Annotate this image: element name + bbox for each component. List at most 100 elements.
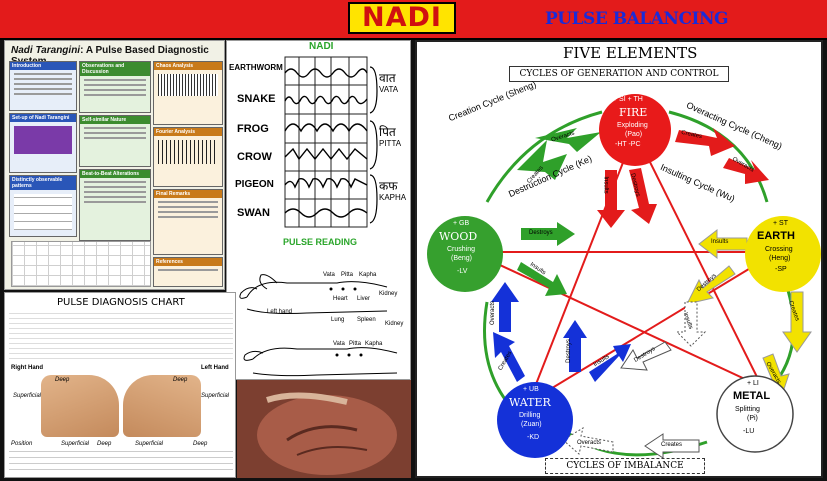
- metal-name: METAL: [733, 390, 771, 402]
- hand1-organ: Kidney: [379, 291, 398, 297]
- wood-top: + GB: [453, 220, 470, 227]
- poster-box-setup: Set-up of Nadi Tarangini: [9, 113, 77, 173]
- fourier-plot: [158, 140, 218, 164]
- water-top: + UB: [523, 386, 539, 393]
- earth-name: EARTH: [757, 230, 795, 242]
- insults-arrow: [517, 262, 567, 296]
- dosha-script: पित: [379, 125, 396, 139]
- five-elements-title: FIVE ELEMENTS: [563, 44, 698, 62]
- deep-col-2: Deep: [193, 441, 208, 447]
- left-hand-image: [123, 375, 201, 437]
- water-sub2: (Zuan): [521, 421, 542, 428]
- nadi-panel: NADI EARTHWORM SNAKE FROG CROW PIGEON SW…: [226, 40, 411, 380]
- hand-photo-art: [237, 380, 411, 478]
- poster-box-heading: Chaos Analysis: [154, 62, 222, 70]
- creates-arrow: [675, 128, 735, 156]
- chart-table-rows: [9, 451, 233, 475]
- wood-name: WOOD: [439, 230, 478, 243]
- poster-box-heading: References: [154, 258, 222, 266]
- metal-top: + LI: [747, 380, 759, 387]
- arrow-label: Overacts: [577, 440, 602, 446]
- creates-arrow: [644, 433, 700, 459]
- banner-title: NADI: [348, 2, 456, 34]
- fire-top: + SI + TH: [613, 96, 643, 103]
- earth-sub1: Crossing: [765, 246, 793, 253]
- right-hand-label: Right Hand: [11, 365, 43, 371]
- poster-box-heading: Beat-to-Beat Alterations: [80, 170, 150, 178]
- wood-circle: [427, 216, 503, 292]
- poster-box-heading: Final Remarks: [154, 190, 222, 198]
- poster-waveform-grid: [11, 241, 151, 287]
- fire-sub2: (Pao): [625, 131, 643, 138]
- poster-box-beat: Beat-to-Beat Alterations: [79, 169, 151, 241]
- insults-arrow: [597, 170, 625, 228]
- dosha-name: KAPHA: [379, 193, 407, 202]
- poster-title-italic: Nadi Tarangini: [11, 45, 81, 56]
- research-poster: Nadi Tarangini: A Pulse Based Diagnostic…: [4, 40, 225, 290]
- hand2-organ: Lung: [331, 317, 345, 323]
- poster-box-chaos: Chaos Analysis: [153, 61, 223, 125]
- hand2-label: Pitta: [349, 341, 362, 347]
- hand1-label: Vata: [323, 272, 335, 278]
- patterns-plot: [14, 194, 72, 230]
- destroys-arrow: [563, 320, 587, 372]
- destroys-arrow: [686, 265, 736, 305]
- animal-label: SWAN: [237, 207, 270, 219]
- dosha-script: वात: [379, 71, 396, 85]
- fire-bottom: -HT -PC: [615, 141, 641, 148]
- poster-box-heading: Fourier Analysis: [154, 128, 222, 136]
- overacts-arrow: [535, 128, 601, 152]
- poster-box-fourier: Fourier Analysis: [153, 127, 223, 187]
- hand2-label: Kapha: [365, 341, 383, 347]
- dosha-name: PITTA: [379, 139, 402, 148]
- poster-box-heading: Observations and Discussion: [80, 62, 150, 76]
- right-hand-image: [41, 375, 119, 437]
- arrow-label: Destroys: [529, 230, 553, 236]
- creates-arrow: [782, 291, 812, 353]
- overacts-arrow: [723, 158, 769, 184]
- pulse-reading-hands: [239, 274, 398, 377]
- hand1-caption: Left hand: [267, 309, 293, 315]
- creates-arrow: [517, 140, 567, 180]
- arrow-label: Insults: [711, 239, 729, 245]
- animal-label: SNAKE: [237, 93, 276, 105]
- dosha-name: VATA: [379, 85, 399, 94]
- metal-sub2: (Pi): [747, 415, 758, 422]
- superficial-col-2: Superficial: [135, 441, 164, 447]
- earth-top: + ST: [773, 220, 788, 227]
- superficial-col: Superficial: [61, 441, 90, 447]
- arrow-label: Destroys: [565, 339, 572, 363]
- water-circle: [497, 382, 573, 458]
- hand1-label: Kapha: [359, 272, 377, 278]
- wood-sub1: Crushing: [447, 246, 476, 253]
- top-banner: NADI PULSE BALANCING: [0, 0, 827, 40]
- hand2-label: Vata: [333, 341, 345, 347]
- dosha-script: कफ: [379, 179, 398, 193]
- insults-arrow: [589, 344, 631, 382]
- cycles-of-imbalance: CYCLES OF IMBALANCE: [545, 458, 705, 474]
- water-name: WATER: [509, 396, 551, 409]
- destroys-arrow: [629, 168, 657, 224]
- destroys-arrow: [620, 341, 672, 371]
- poster-box-heading: Set-up of Nadi Tarangini: [10, 114, 76, 122]
- poster-box-introduction: Introduction: [9, 61, 77, 111]
- overacts-arrow: [491, 282, 519, 332]
- pulse-reading-title: PULSE READING: [283, 237, 358, 247]
- poster-box-observations: Observations and Discussion: [79, 61, 151, 113]
- poster-box-heading: Introduction: [10, 62, 76, 70]
- arrow-label: Creates: [661, 442, 683, 448]
- poster-box-heading: Distinctly observable patterns: [10, 176, 76, 190]
- earth-bottom: -SP: [775, 266, 787, 273]
- destroys-arrow: [521, 222, 575, 246]
- chart-text-area: [9, 313, 233, 363]
- banner-subtitle: PULSE BALANCING: [545, 9, 729, 29]
- lh-deep-label: Deep: [173, 377, 188, 383]
- cycles-subtitle: CYCLES OF GENERATION AND CONTROL: [509, 66, 729, 82]
- wood-bottom: -LV: [457, 268, 468, 275]
- hand2-organ: Spleen: [357, 317, 376, 323]
- fire-circle: [599, 94, 671, 166]
- setup-diagram: [14, 126, 72, 154]
- pulse-diagnosis-chart: PULSE DIAGNOSIS CHART Right Hand Left Ha…: [4, 292, 236, 478]
- hand1-organ: Heart: [333, 296, 348, 302]
- arrow-label: Insults: [602, 176, 609, 194]
